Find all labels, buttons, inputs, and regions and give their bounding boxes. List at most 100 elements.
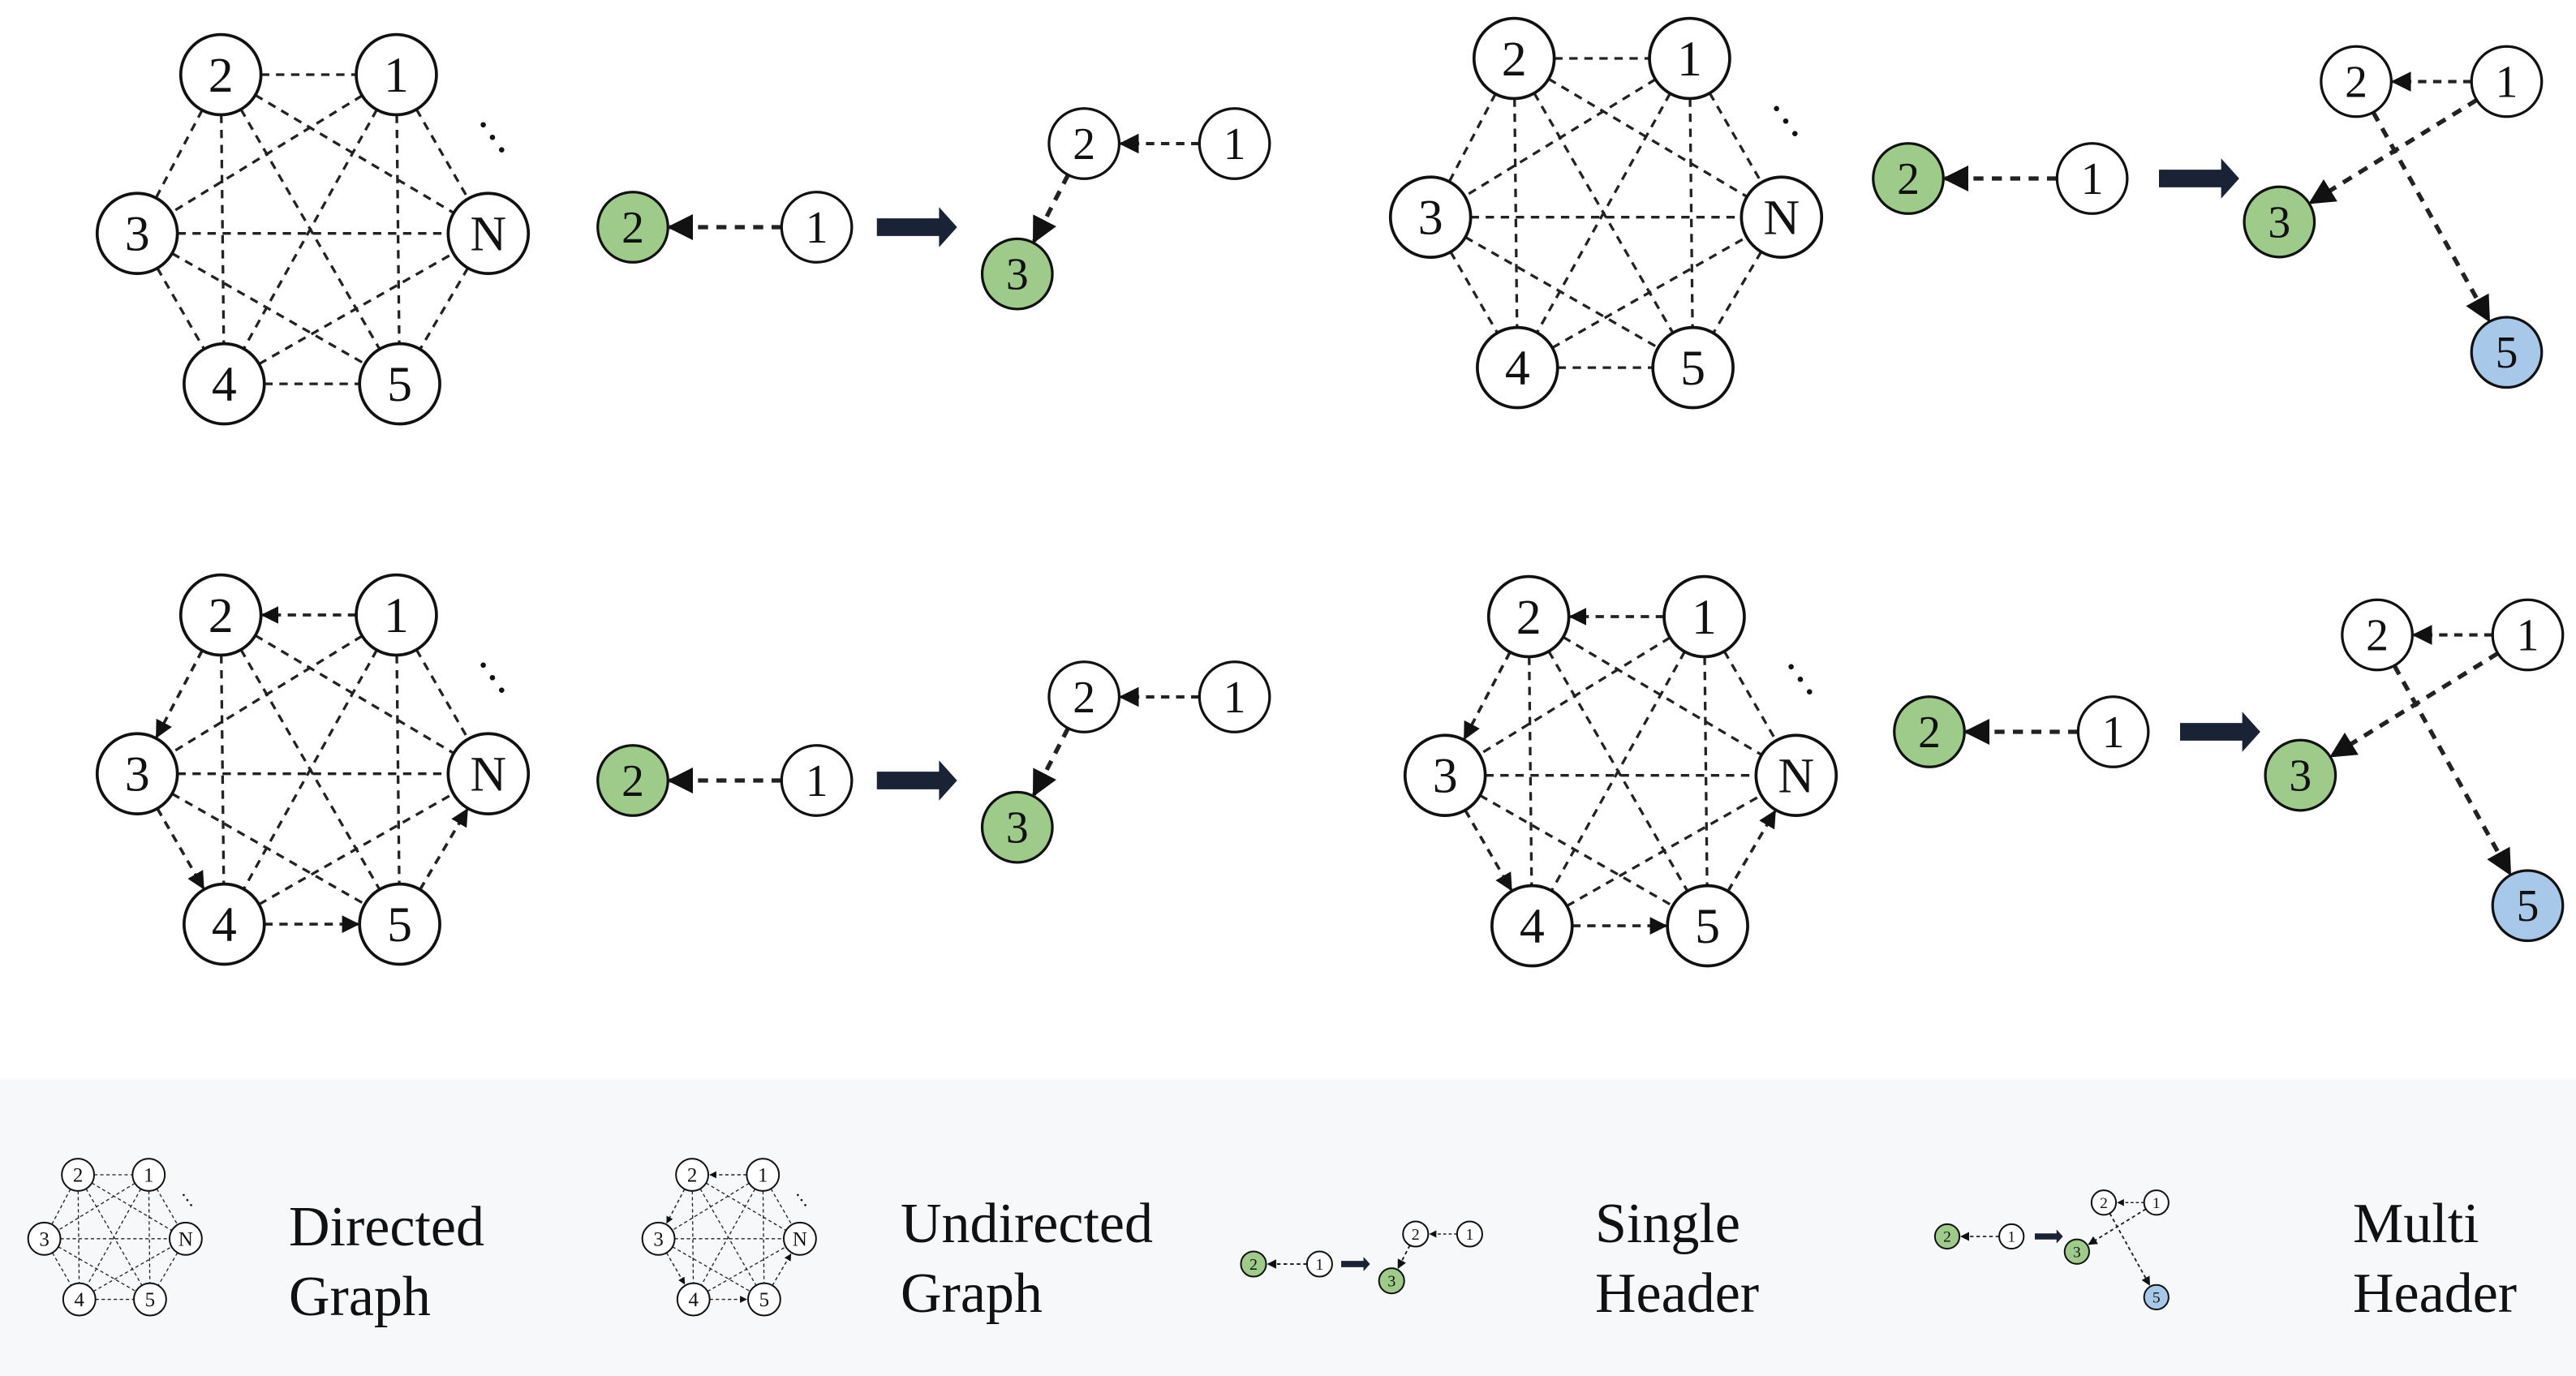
node-circle (1490, 884, 1574, 968)
graph-edge (1513, 98, 1519, 328)
node-label: 3 (125, 747, 150, 802)
transform-arrow (2035, 1229, 2063, 1244)
node-circle (1651, 325, 1735, 410)
graph-edge (258, 792, 454, 906)
node-4: 4 (183, 342, 266, 426)
graph-edge (1478, 636, 1671, 756)
graph-edge (58, 1246, 136, 1292)
node-circle (1740, 175, 1824, 259)
graph-edge (395, 655, 401, 884)
node-circle (596, 744, 669, 817)
node-1: 1 (780, 744, 854, 817)
graph-edge (1688, 98, 1694, 328)
graph-edge (220, 114, 226, 344)
node-circle (2341, 598, 2414, 672)
node-4: 4 (1490, 884, 1574, 968)
node-2: 2 (596, 744, 669, 817)
graph-directed-edge (1727, 810, 1777, 892)
ellipsis-dot (480, 122, 486, 128)
node-1: 1 (1305, 1250, 1333, 1278)
ellipsis-dot (1797, 676, 1804, 682)
legend-line: Graph (901, 1262, 1043, 1325)
legend-label-directed: Directed Graph (289, 1193, 484, 1332)
legend-line: Directed (289, 1196, 484, 1258)
node-label: 4 (1520, 899, 1545, 954)
node-circle (446, 191, 531, 275)
node-circle (2143, 1284, 2170, 1311)
node-circle (2470, 316, 2544, 389)
node-circle (746, 1158, 781, 1192)
node-circle (1305, 1250, 1333, 1278)
node-circle (780, 191, 854, 264)
node-circle (782, 1221, 817, 1256)
node-1: 1 (1662, 574, 1746, 659)
node-2: 2 (1472, 16, 1556, 101)
node-label: 1 (2517, 610, 2539, 660)
graph-edge (1528, 656, 1533, 886)
graph-edge (700, 1189, 756, 1286)
node-label: 4 (1505, 341, 1530, 396)
node-3: 3 (1403, 733, 1487, 817)
graph-edge (691, 1190, 695, 1284)
node-2: 2 (2320, 45, 2393, 118)
node-n: N (1754, 733, 1838, 817)
node-circle (2055, 142, 2129, 215)
ellipsis-dot (480, 662, 486, 669)
ellipsis-dot (186, 1198, 189, 1202)
node-1: 1 (1648, 16, 1731, 101)
header-edge (1032, 174, 1070, 244)
graph-edge (58, 1182, 135, 1232)
node-label: 3 (1006, 803, 1029, 854)
node-3: 3 (1378, 1267, 1405, 1295)
node-circle (178, 32, 263, 117)
node-label: 2 (1073, 119, 1095, 170)
node-label: 4 (212, 897, 237, 952)
node-3: 3 (980, 790, 1054, 864)
node-circle (2143, 1189, 2170, 1216)
graph-edge (254, 634, 455, 755)
node-n: N (782, 1221, 817, 1256)
node-label: 4 (212, 357, 237, 412)
node-circle (95, 732, 179, 815)
node-label: 3 (2073, 1244, 2081, 1261)
node-circle (1378, 1267, 1405, 1295)
node-circle (27, 1221, 62, 1256)
node-label: 3 (125, 207, 150, 262)
graph-edge (1703, 656, 1709, 886)
node-label: 3 (1387, 1273, 1396, 1291)
node-2: 2 (2090, 1189, 2118, 1216)
legend-label-single-header: Single Header (1595, 1189, 1759, 1329)
header-edge (2392, 664, 2512, 876)
header-edge (2371, 111, 2491, 323)
node-1: 1 (2143, 1189, 2170, 1216)
node-label: 5 (1695, 899, 1720, 954)
node-label: 4 (689, 1289, 699, 1311)
node-label: 1 (1223, 119, 1246, 170)
node-5: 5 (132, 1282, 167, 1317)
node-circle (131, 1158, 166, 1192)
graph-edge (672, 1246, 750, 1292)
ellipsis-dot (498, 147, 505, 153)
ellipsis-dot (1806, 689, 1813, 694)
graph-edge (77, 1190, 80, 1284)
ellipsis-dot (498, 687, 505, 693)
node-2: 2 (1402, 1220, 1430, 1248)
node-label: 5 (2152, 1289, 2161, 1306)
graph-edge (91, 1182, 173, 1232)
node-circle (2063, 1238, 2090, 1265)
node-circle (746, 1282, 781, 1317)
legend-label-multi-header: Multi Header (2353, 1189, 2517, 1329)
node-1: 1 (1198, 107, 1271, 180)
node-4: 4 (1476, 325, 1559, 410)
node-circle (1472, 16, 1556, 101)
node-1: 1 (1456, 1220, 1483, 1248)
graph-edge (1551, 235, 1748, 350)
graph-edge (170, 634, 363, 755)
node-n: N (446, 191, 531, 275)
node-label: 1 (384, 588, 409, 643)
node-label: 2 (1073, 673, 1095, 723)
node-3: 3 (2063, 1238, 2090, 1265)
node-circle (1998, 1223, 2025, 1250)
node-circle (1476, 325, 1559, 410)
node-circle (355, 573, 438, 657)
